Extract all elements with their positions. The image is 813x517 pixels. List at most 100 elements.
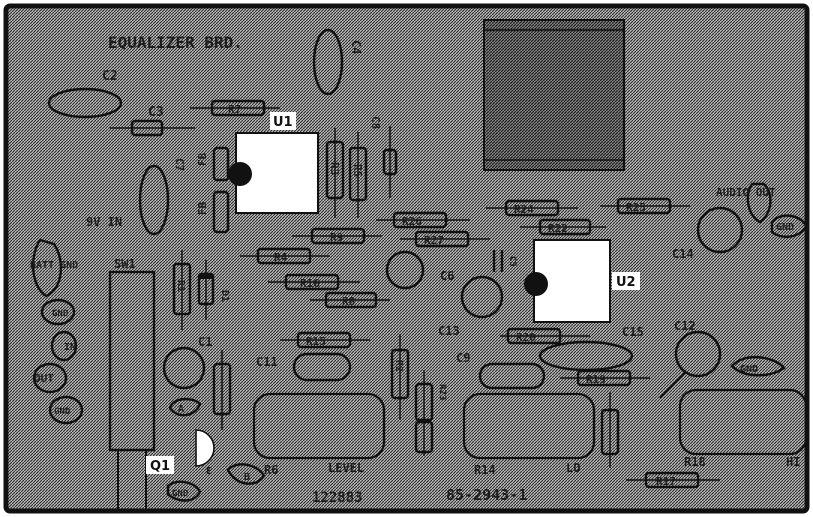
pot-lo xyxy=(462,392,596,460)
pad-gnd-right xyxy=(730,355,786,377)
resistor-r5 xyxy=(348,146,368,202)
label-r26: R26 xyxy=(402,215,422,228)
label-u2: U2 xyxy=(616,275,636,290)
resistor-r22 xyxy=(538,218,592,236)
board-title: EQUALIZER BRD. xyxy=(108,33,243,52)
label-r24: R24 xyxy=(514,203,534,216)
pad-in xyxy=(50,330,78,362)
label-r19: R19 xyxy=(586,373,606,386)
label-gnd-bottom: GND xyxy=(172,489,189,499)
label-r1: R1 xyxy=(175,280,186,292)
label-r14: R14 xyxy=(474,463,496,477)
label-r4: R4 xyxy=(274,251,288,264)
resistor-r20 xyxy=(506,327,562,345)
label-c15: C15 xyxy=(622,325,644,339)
pad-out xyxy=(32,362,68,394)
resistor-r25 xyxy=(616,197,672,215)
ferrite-bead-2 xyxy=(212,190,230,234)
capacitor-c1 xyxy=(162,346,206,390)
label-r20: R20 xyxy=(516,331,536,344)
label-r16: R16 xyxy=(300,277,320,290)
u2-pin1-marker xyxy=(524,272,548,296)
label-c6: C6 xyxy=(440,269,454,283)
ferrite-bead-1 xyxy=(212,146,230,182)
capacitor-c3 xyxy=(130,119,164,137)
label-c2: C2 xyxy=(102,69,118,84)
pad-gnd-bottom xyxy=(48,395,84,425)
label-out: OUT xyxy=(34,372,54,385)
capacitor-c6 xyxy=(385,250,425,290)
resistor-r27 xyxy=(414,230,470,248)
label-c1: C1 xyxy=(198,335,212,349)
label-r17: R17 xyxy=(656,475,676,488)
capacitor-c8 xyxy=(382,148,398,176)
switch-sw1 xyxy=(108,270,156,452)
relay-block xyxy=(483,19,625,171)
label-c7: C7 xyxy=(173,158,186,171)
pad-audio-gnd xyxy=(770,214,808,238)
label-fb2: FB xyxy=(196,201,209,215)
capacitor-c12 xyxy=(674,330,722,378)
capacitor-c14 xyxy=(696,206,744,254)
label-r18: R18 xyxy=(684,455,706,469)
label-r6: R6 xyxy=(264,463,278,477)
label-fb1: FB xyxy=(196,152,209,166)
label-sw1: SW1 xyxy=(114,257,136,271)
pot-hi xyxy=(678,388,808,456)
label-c8: C8 xyxy=(369,116,382,129)
resistor-r24 xyxy=(504,199,560,217)
capacitor-c4 xyxy=(312,28,344,96)
label-level: LEVEL xyxy=(328,461,364,475)
label-c13: C13 xyxy=(438,324,460,338)
capacitor-c11 xyxy=(292,352,352,382)
pad-gnd-bottom-left xyxy=(166,480,202,502)
label-u1: U1 xyxy=(273,115,293,130)
capacitor-c9 xyxy=(478,362,546,390)
resistor-near-c1 xyxy=(212,362,232,416)
resistor-r18-vertical xyxy=(600,408,620,456)
resistor-r4 xyxy=(256,247,312,265)
u1-pin1-marker xyxy=(228,162,252,186)
resistor-r1 xyxy=(172,262,192,316)
label-r7: R7 xyxy=(228,103,241,116)
label-c14: C14 xyxy=(672,247,694,261)
label-gnd-right: GND xyxy=(740,364,758,375)
resistor-r8 xyxy=(324,291,378,309)
label-gnd-1: GND xyxy=(52,309,69,319)
capacitor-c2 xyxy=(47,87,123,119)
component-bottom-stack xyxy=(414,420,434,454)
label-in: IN xyxy=(64,342,76,353)
resistor-r3 xyxy=(325,140,345,200)
capacitor-c7 xyxy=(138,164,170,236)
label-pin-e: E xyxy=(206,466,212,477)
label-r5: R5 xyxy=(351,164,364,177)
label-r2: R2 xyxy=(393,360,404,372)
label-c4: C4 xyxy=(349,40,363,54)
resistor-r26 xyxy=(392,211,448,229)
board-part-number: 122883 xyxy=(312,490,363,506)
label-c5: C5 xyxy=(507,256,517,267)
pad-gnd-top xyxy=(40,298,76,326)
label-q1: Q1 xyxy=(150,459,170,474)
pad-b xyxy=(226,463,266,485)
resistor-r9 xyxy=(310,227,366,245)
label-r22: R22 xyxy=(548,222,568,235)
label-r3: R3 xyxy=(328,162,341,175)
label-pin-a: A xyxy=(178,404,184,415)
label-c3: C3 xyxy=(148,105,164,120)
label-c12: C12 xyxy=(674,319,696,333)
pot-level xyxy=(252,392,386,460)
label-d1: D1 xyxy=(219,290,230,302)
label-r9: R9 xyxy=(330,231,343,244)
label-gnd-2: GND xyxy=(54,407,71,417)
label-hi: HI xyxy=(786,455,800,469)
label-c11: C11 xyxy=(256,355,278,369)
pad-audio-out xyxy=(746,182,772,224)
resistor-r17 xyxy=(644,471,700,489)
resistor-r16 xyxy=(284,273,340,291)
resistor-r19 xyxy=(576,369,632,387)
label-9v-in: 9V IN xyxy=(86,215,122,229)
board-drawing-number: 85-2943-1 xyxy=(446,486,527,504)
